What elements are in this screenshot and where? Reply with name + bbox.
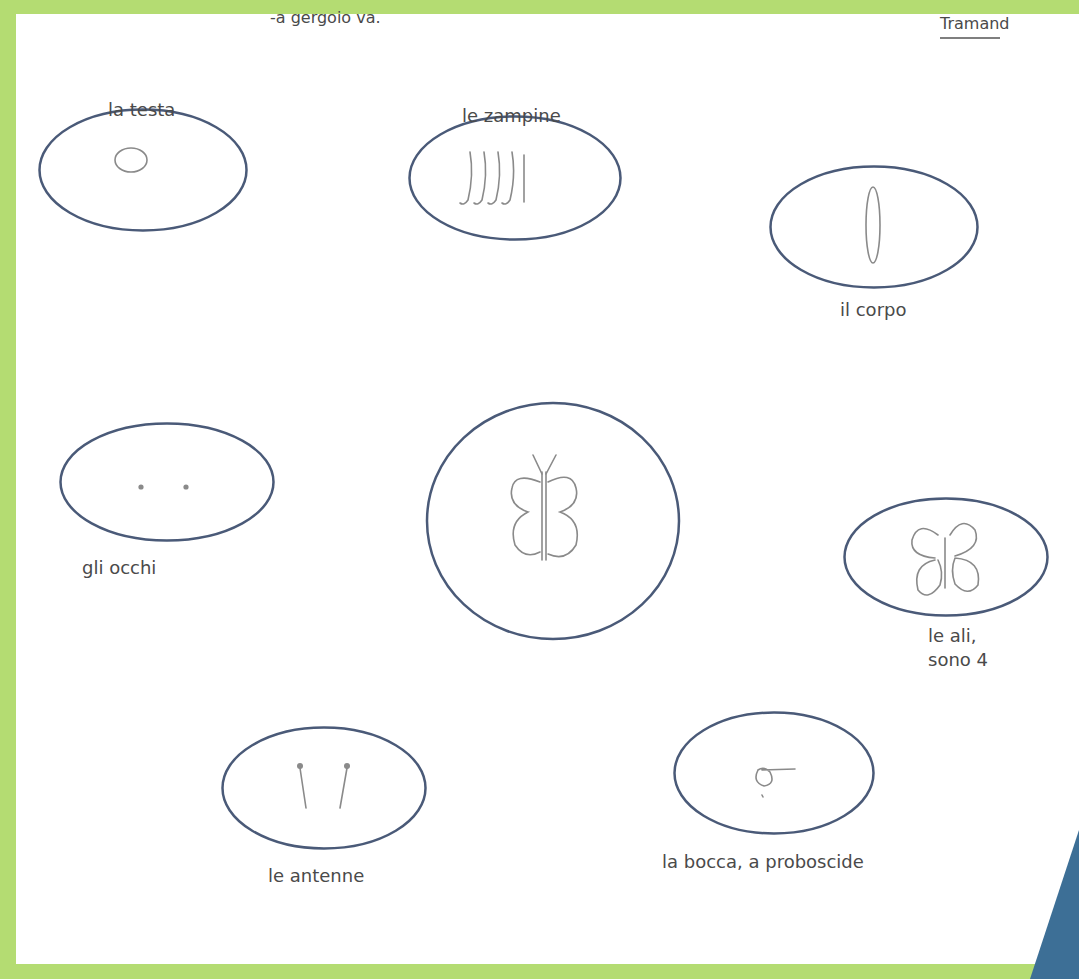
- part-label: le zampine: [462, 104, 561, 128]
- student-name: Tramand: [940, 14, 1010, 34]
- oval-outline: [221, 726, 427, 850]
- part-label: le ali, sono 4: [928, 624, 990, 672]
- oval-node: le zampine: [408, 115, 622, 241]
- oval-outline: [769, 165, 979, 289]
- oval-outline: [408, 115, 622, 241]
- oval-outline: [673, 711, 875, 835]
- oval-outline: [59, 422, 275, 542]
- part-label: la bocca, a proboscide: [662, 850, 864, 874]
- part-label: le antenne: [268, 864, 364, 888]
- oval-node: le ali, sono 4: [843, 497, 1049, 617]
- part-label: il corpo: [840, 298, 906, 322]
- oval-node: le antenne: [221, 726, 427, 850]
- oval-node: la testa: [38, 108, 248, 232]
- oval-node: gli occhi: [59, 422, 275, 542]
- oval-node: il corpo: [769, 165, 979, 289]
- paper-sheet: [16, 14, 1079, 964]
- corner-decoration: [1030, 830, 1079, 979]
- oval-outline: [843, 497, 1049, 617]
- oval-node: la bocca, a proboscide: [673, 711, 875, 835]
- part-label: gli occhi: [82, 556, 156, 580]
- part-label: la testa: [108, 98, 175, 122]
- oval-outline: [38, 108, 248, 232]
- sheet-title: -a gergoio va.: [270, 8, 381, 28]
